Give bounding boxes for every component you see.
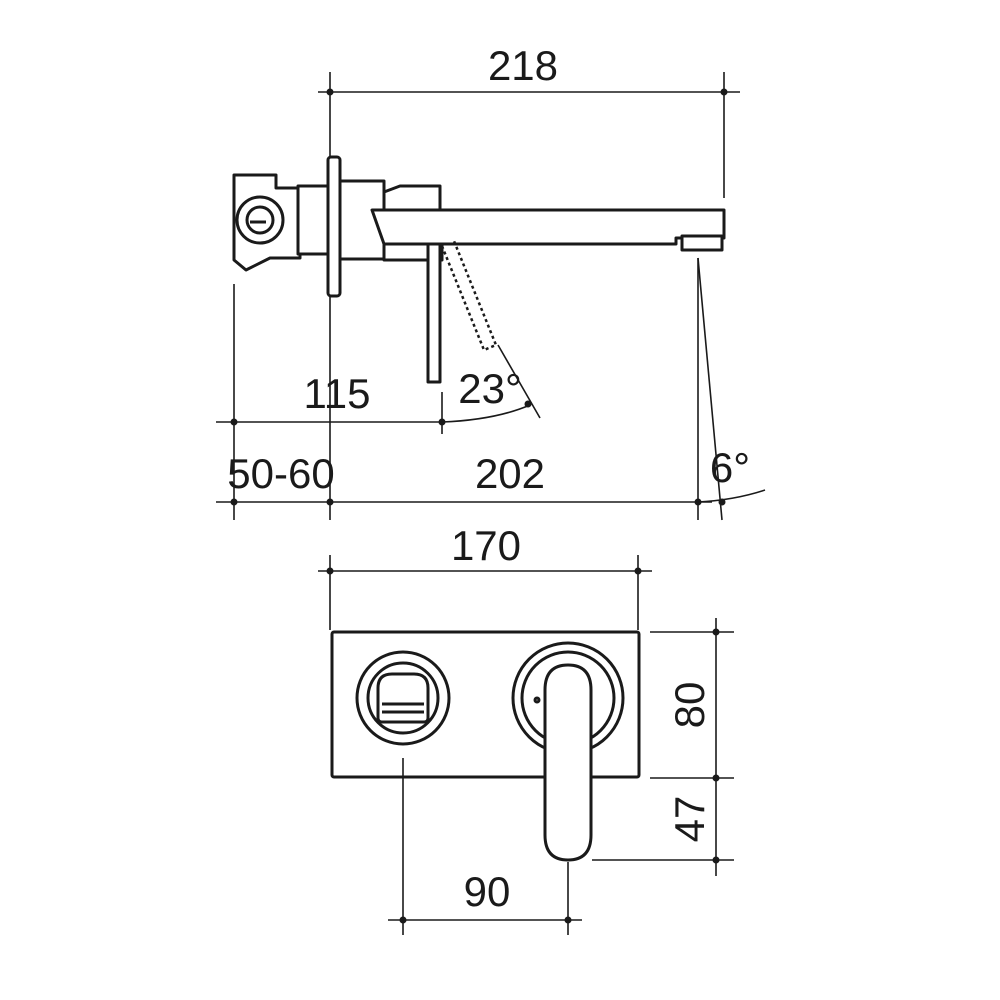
aerator [680,234,724,252]
wall-body [232,173,302,272]
wall-plate-side [326,155,342,298]
dim-lever-drop: 47 [666,796,713,843]
mixer-lever-front [511,641,625,862]
spout-side [370,208,726,252]
spout-outlet-front [355,650,451,746]
side-view: 218 115 23° 50-60 202 6° [216,42,766,521]
lever-housing [382,184,442,212]
dim-centres: 90 [464,868,511,915]
lever-handle [426,242,442,384]
dim-spout-reach: 202 [475,450,545,497]
dim-wall-depth: 50-60 [227,450,334,497]
dim-plate-width: 170 [451,522,521,569]
dim-lever-offset: 115 [304,370,371,417]
front-view: 170 80 47 [318,522,734,935]
dim-lever-angle: 23° [458,365,522,412]
dim-overall-length: 218 [488,42,558,89]
cartridge-sleeve [296,184,330,256]
lever-rotated-outline [440,240,498,352]
wall-plate-front [330,630,641,779]
dim-spout-angle: 6° [710,444,750,491]
dim-plate-height: 80 [666,682,713,729]
